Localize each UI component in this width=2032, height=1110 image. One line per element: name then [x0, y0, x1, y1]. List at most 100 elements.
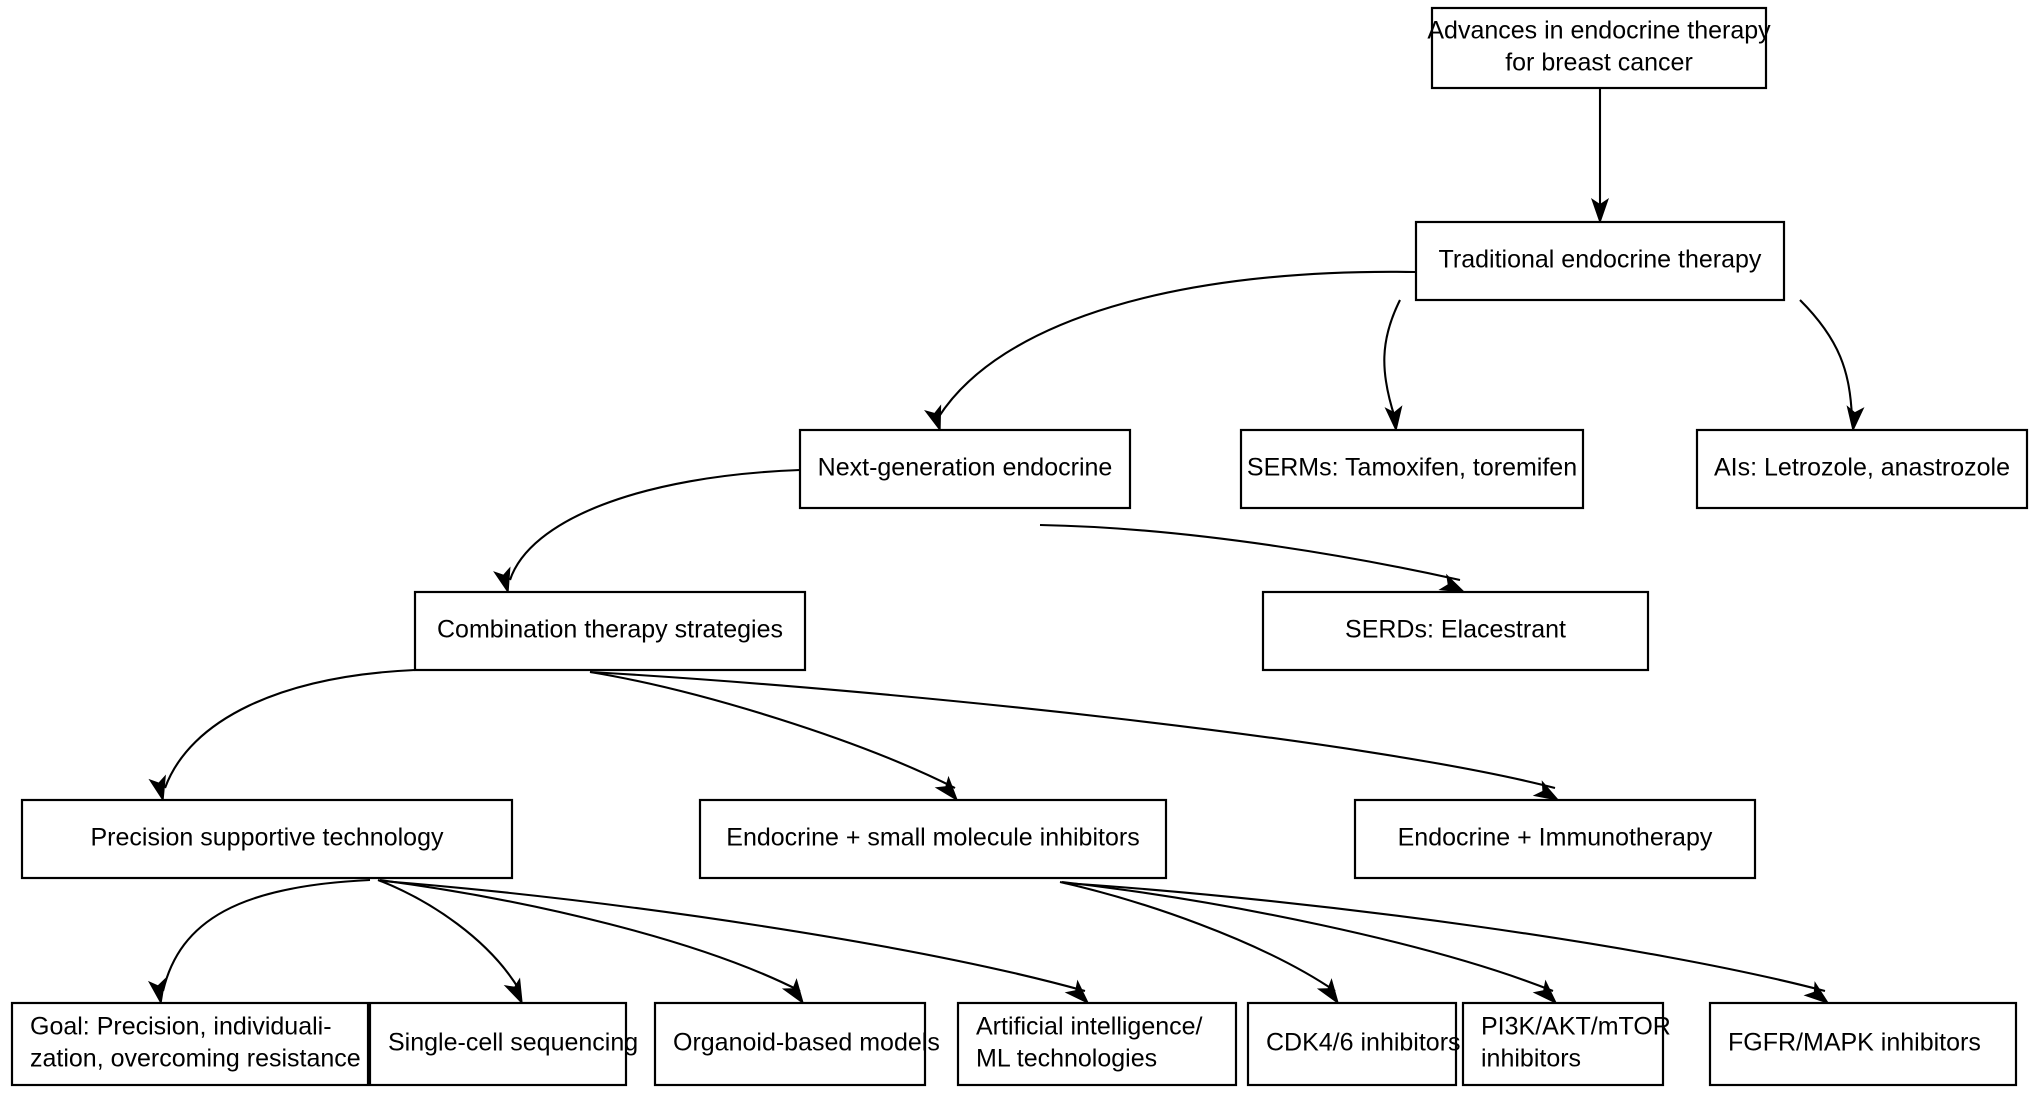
node-label-pi3k: PI3K/AKT/mTOR: [1481, 1013, 1671, 1041]
arrowhead-a-ais: [1846, 405, 1865, 432]
node-box-ai: [956, 1001, 1238, 1087]
node-organoid[interactable]: Organoid-based models: [653, 1001, 940, 1087]
arrowhead-triangle: [934, 775, 959, 802]
node-label-cdk: CDK4/6 inhibitors: [1266, 1029, 1461, 1057]
arrowhead-a-pi3k: [1532, 979, 1558, 1005]
arrowhead-triangle: [1591, 198, 1609, 224]
arrowhead-triangle: [924, 404, 942, 432]
node-label-precision: Precision supportive technology: [91, 824, 444, 852]
arrowhead-triangle: [1846, 405, 1865, 432]
arrowhead-triangle: [1064, 979, 1090, 1005]
arrowhead-a-immuno: [1532, 780, 1560, 801]
node-fgfr[interactable]: FGFR/MAPK inhibitors: [1708, 1001, 2018, 1087]
arrowhead-triangle: [1384, 405, 1403, 432]
node-box-combination: [413, 590, 807, 672]
edge-smallmol-to-cdk: [1059, 880, 1336, 992]
node-box-serms: [1239, 428, 1585, 510]
edge-smallmol-to-fgfr: [1063, 881, 1826, 993]
node-ais[interactable]: AIs: Letrozole, anastrozole: [1695, 428, 2029, 510]
node-box-organoid: [653, 1001, 927, 1087]
node-label-smallmol: Endocrine + small molecule inhibitors: [726, 824, 1139, 852]
node-label-immuno: Endocrine + Immunotherapy: [1398, 824, 1713, 852]
node-label-combination: Combination therapy strategies: [437, 616, 783, 644]
edge-combination-to-immuno: [589, 670, 1556, 790]
node-label-singlecell: Single-cell sequencing: [388, 1029, 638, 1057]
node-immuno[interactable]: Endocrine + Immunotherapy: [1353, 798, 1757, 880]
node-label-ais: AIs: Letrozole, anastrozole: [1714, 454, 2010, 482]
edge-smallmol-to-pi3k: [1061, 880, 1554, 992]
arrowhead-a-fgfr: [1803, 981, 1830, 1005]
arrowhead-a-nextgen: [924, 404, 942, 432]
node-box-fgfr: [1708, 1001, 2018, 1087]
edge-precision-to-ai: [381, 879, 1086, 993]
edge-nextgen-to-combination: [509, 468, 801, 581]
node-box-ais: [1695, 428, 2029, 510]
edge-nextgen-to-serds: [1039, 523, 1461, 582]
edge-precision-to-goal: [161, 878, 371, 992]
node-root[interactable]: Advances in endocrine therapy for breast …: [1427, 6, 1771, 90]
arrowhead-a-smallmol: [934, 775, 959, 802]
node-singlecell[interactable]: Single-cell sequencing: [368, 1001, 638, 1087]
node-box-nextgen: [798, 428, 1132, 510]
arrowhead-triangle: [148, 774, 166, 802]
node-label-nextgen: Next-generation endocrine: [818, 454, 1113, 482]
arrowhead-triangle: [1532, 780, 1560, 801]
node-nextgen[interactable]: Next-generation endocrine: [798, 428, 1132, 510]
arrowhead-a-singlecell: [503, 977, 523, 1005]
edge-precision-to-organoid: [379, 878, 801, 992]
arrowhead-a-serds: [1438, 573, 1466, 593]
node-serds[interactable]: SERDs: Elacestrant: [1261, 590, 1650, 672]
nodes-layer: Advances in endocrine therapy for breast …: [10, 6, 2029, 1087]
node-serms[interactable]: SERMs: Tamoxifen, toremifen: [1239, 428, 1585, 510]
node-label-goal: Goal: Precision, individuali-: [30, 1013, 332, 1041]
node-box-precision: [20, 798, 514, 880]
arrowhead-triangle: [147, 977, 166, 1005]
node-box-cdk: [1246, 1001, 1458, 1087]
node-cdk[interactable]: CDK4/6 inhibitors: [1246, 1001, 1461, 1087]
node-ai[interactable]: Artificial intelligence/ML technologies: [956, 1001, 1238, 1087]
edge-traditional-to-ais: [1799, 299, 1854, 419]
node-box-root: [1430, 6, 1768, 90]
edge-combination-to-precision: [164, 668, 416, 789]
edge-combination-to-smallmol: [589, 670, 956, 789]
edge-precision-to-singlecell: [377, 879, 521, 992]
node-precision[interactable]: Precision supportive technology: [20, 798, 514, 880]
node-combination[interactable]: Combination therapy strategies: [413, 590, 807, 672]
edge-traditional-to-nextgen: [937, 270, 1417, 419]
arrowhead-a-traditional: [1591, 198, 1609, 224]
node-label-fgfr: FGFR/MAPK inhibitors: [1728, 1029, 1981, 1057]
edge-traditional-to-serms: [1383, 299, 1401, 419]
node-box-singlecell: [368, 1001, 628, 1087]
arrowheads-layer: [147, 198, 1865, 1005]
node-label-organoid: Organoid-based models: [673, 1029, 940, 1057]
edges-layer: [161, 88, 1854, 993]
node-label-traditional: Traditional endocrine therapy: [1439, 246, 1762, 274]
node-label-pi3k: inhibitors: [1481, 1045, 1581, 1073]
arrowhead-triangle: [1316, 978, 1340, 1005]
arrowhead-a-goal: [147, 977, 166, 1005]
node-box-goal: [10, 1001, 370, 1087]
node-label-root: for breast cancer: [1505, 49, 1693, 77]
node-label-ai: ML technologies: [976, 1045, 1157, 1073]
node-label-root: Advances in endocrine therapy: [1427, 17, 1771, 45]
node-traditional[interactable]: Traditional endocrine therapy: [1414, 220, 1786, 302]
node-goal[interactable]: Goal: Precision, individuali-zation, ove…: [10, 1001, 370, 1087]
arrowhead-a-combination: [493, 566, 511, 594]
arrowhead-a-cdk: [1316, 978, 1340, 1005]
arrowhead-triangle: [493, 566, 511, 594]
arrowhead-a-serms: [1384, 405, 1403, 432]
node-box-traditional: [1414, 220, 1786, 302]
arrowhead-triangle: [503, 977, 523, 1005]
node-box-immuno: [1353, 798, 1757, 880]
node-pi3k[interactable]: PI3K/AKT/mTOR inhibitors: [1461, 1001, 1671, 1087]
node-smallmol[interactable]: Endocrine + small molecule inhibitors: [698, 798, 1168, 880]
node-box-pi3k: [1461, 1001, 1665, 1087]
arrowhead-triangle: [1438, 573, 1466, 593]
arrowhead-a-organoid: [781, 978, 805, 1005]
node-box-smallmol: [698, 798, 1168, 880]
arrowhead-triangle: [1532, 979, 1558, 1005]
node-label-serms: SERMs: Tamoxifen, toremifen: [1247, 454, 1577, 482]
arrowhead-triangle: [1803, 981, 1830, 1005]
